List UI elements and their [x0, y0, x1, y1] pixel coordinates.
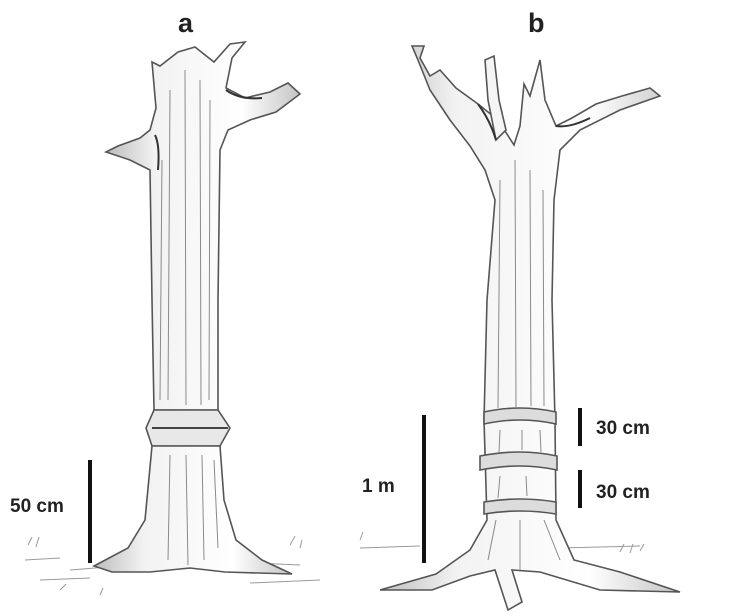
scale-label-1m: 1 m	[362, 476, 395, 498]
scale-label-50cm: 50 cm	[10, 496, 64, 518]
panel-label-a: a	[178, 8, 193, 39]
scale-bar-1m	[422, 415, 426, 563]
scale-label-30cm-lower: 30 cm	[596, 482, 650, 504]
panel-label-b: b	[528, 8, 545, 39]
scale-bar-30cm-lower	[578, 470, 582, 508]
tree-a	[94, 42, 300, 574]
scale-bar-50cm	[88, 460, 92, 563]
scale-label-30cm-upper: 30 cm	[596, 418, 650, 440]
scale-bar-30cm-upper	[578, 408, 582, 446]
